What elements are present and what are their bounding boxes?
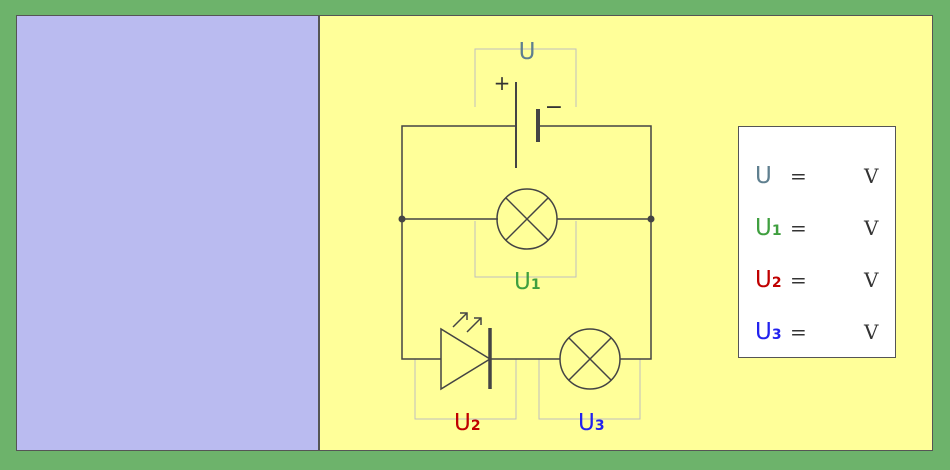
junction-right	[647, 215, 655, 223]
label-U2-main: U	[454, 410, 471, 436]
bracket-U	[474, 48, 577, 107]
label-U1: U1	[514, 269, 541, 295]
readout-equals-U: =	[790, 164, 807, 188]
bracket-U1	[474, 221, 577, 278]
readout-row-U2: U2 = V	[739, 265, 895, 295]
circuit-wires	[401, 125, 652, 360]
readout-name-U3: U3	[755, 319, 782, 345]
readout-row-U1: U1 = V	[739, 213, 895, 243]
readout-name-U2: U2	[755, 267, 782, 293]
readout-unit-U1: V	[864, 216, 879, 240]
battery-plus: +	[494, 71, 511, 95]
label-U2-sub: 2	[471, 418, 481, 434]
lamp-1-symbol	[496, 188, 558, 250]
battery-minus: −	[545, 95, 563, 120]
left-panel	[16, 15, 319, 451]
right-panel: + − U U1	[319, 15, 933, 451]
readout-row-U3: U3 = V	[739, 317, 895, 347]
junction-left	[398, 215, 406, 223]
label-U1-main: U	[514, 269, 531, 295]
label-U2: U2	[454, 410, 481, 436]
readout-unit-U2: V	[864, 268, 879, 292]
label-U1-sub: 1	[531, 277, 541, 293]
lamp-3-symbol	[559, 328, 621, 390]
voltage-readout-panel: U = V U1 = V U2 = V U3 = V	[738, 126, 896, 358]
readout-unit-U3: V	[864, 320, 879, 344]
label-U-main: U	[519, 39, 536, 65]
circuit-diagram: + − U U1	[398, 39, 655, 436]
label-U3-sub: 3	[595, 418, 605, 434]
readout-equals-U3: =	[790, 320, 807, 344]
bracket-U2	[414, 359, 517, 420]
readout-equals-U1: =	[790, 216, 807, 240]
label-U3: U3	[578, 410, 605, 436]
bracket-U3	[538, 359, 641, 420]
readout-equals-U2: =	[790, 268, 807, 292]
readout-name-U1: U1	[755, 215, 782, 241]
readout-name-U: U	[755, 163, 772, 189]
label-U3-main: U	[578, 410, 595, 436]
readout-unit-U: V	[864, 164, 879, 188]
battery-symbol	[515, 82, 540, 168]
readout-row-U: U = V	[739, 161, 895, 191]
led-symbol	[440, 312, 492, 391]
label-U: U	[519, 39, 536, 65]
